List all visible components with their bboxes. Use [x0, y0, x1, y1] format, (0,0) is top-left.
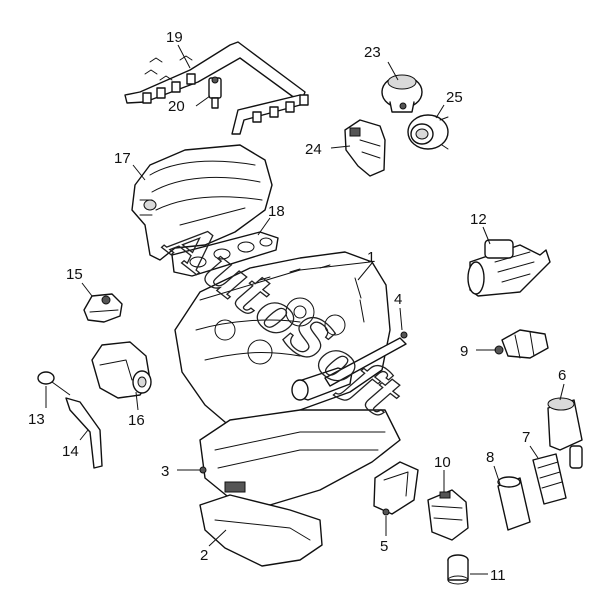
callout-18: 18 — [268, 203, 285, 220]
fuel-injector-part — [208, 76, 222, 109]
guide-rod-part — [324, 331, 408, 387]
bushing-part — [447, 554, 469, 585]
callout-19: 19 — [166, 29, 183, 46]
callout-11: 11 — [490, 567, 506, 584]
throttle-housing-part — [407, 114, 449, 150]
callout-13: 13 — [28, 411, 45, 428]
dipstick-handle-part — [37, 371, 71, 396]
sensor-bracket-part — [344, 119, 386, 177]
oil-sump-part — [199, 409, 401, 506]
callout-15: 15 — [66, 266, 83, 283]
starter-motor-part — [467, 239, 551, 297]
leader-lines — [45, 44, 565, 575]
dipstick-tube-part — [65, 397, 103, 469]
callout-17: 17 — [114, 150, 131, 167]
callout-16: 16 — [128, 412, 145, 429]
pressure-sensor-part — [494, 329, 549, 359]
callout-25: 25 — [446, 89, 463, 106]
oil-pan-part — [199, 494, 323, 567]
callout-12: 12 — [470, 211, 487, 228]
callout-14: 14 — [62, 443, 79, 460]
cover-plate-part — [373, 461, 419, 516]
callout-2: 2 — [200, 547, 208, 564]
callout-4: 4 — [394, 291, 402, 308]
filter-element-part — [532, 453, 567, 505]
oil-filter-housing-part — [547, 397, 583, 469]
water-pump-part — [91, 341, 152, 399]
callout-9: 9 — [460, 343, 468, 360]
fuel-rail-part — [124, 41, 309, 135]
position-sensor-part — [83, 293, 123, 323]
intake-manifold-part — [131, 144, 273, 261]
callout-labels: 19 20 23 25 24 17 18 12 1 4 15 16 13 14 … — [28, 29, 566, 584]
engine-mount-part — [427, 489, 469, 541]
callout-5: 5 — [380, 538, 388, 555]
canister-part — [497, 476, 531, 531]
callout-8: 8 — [486, 449, 494, 466]
callout-1: 1 — [367, 249, 375, 266]
callout-23: 24 — [305, 141, 322, 158]
callout-10: 10 — [434, 454, 451, 471]
egr-valve-part — [381, 74, 423, 113]
callout-6: 6 — [558, 367, 566, 384]
callout-20: 20 — [168, 98, 185, 115]
callout-7: 7 — [522, 429, 530, 446]
callout-24: 23 — [364, 44, 381, 61]
callout-3: 3 — [161, 463, 169, 480]
